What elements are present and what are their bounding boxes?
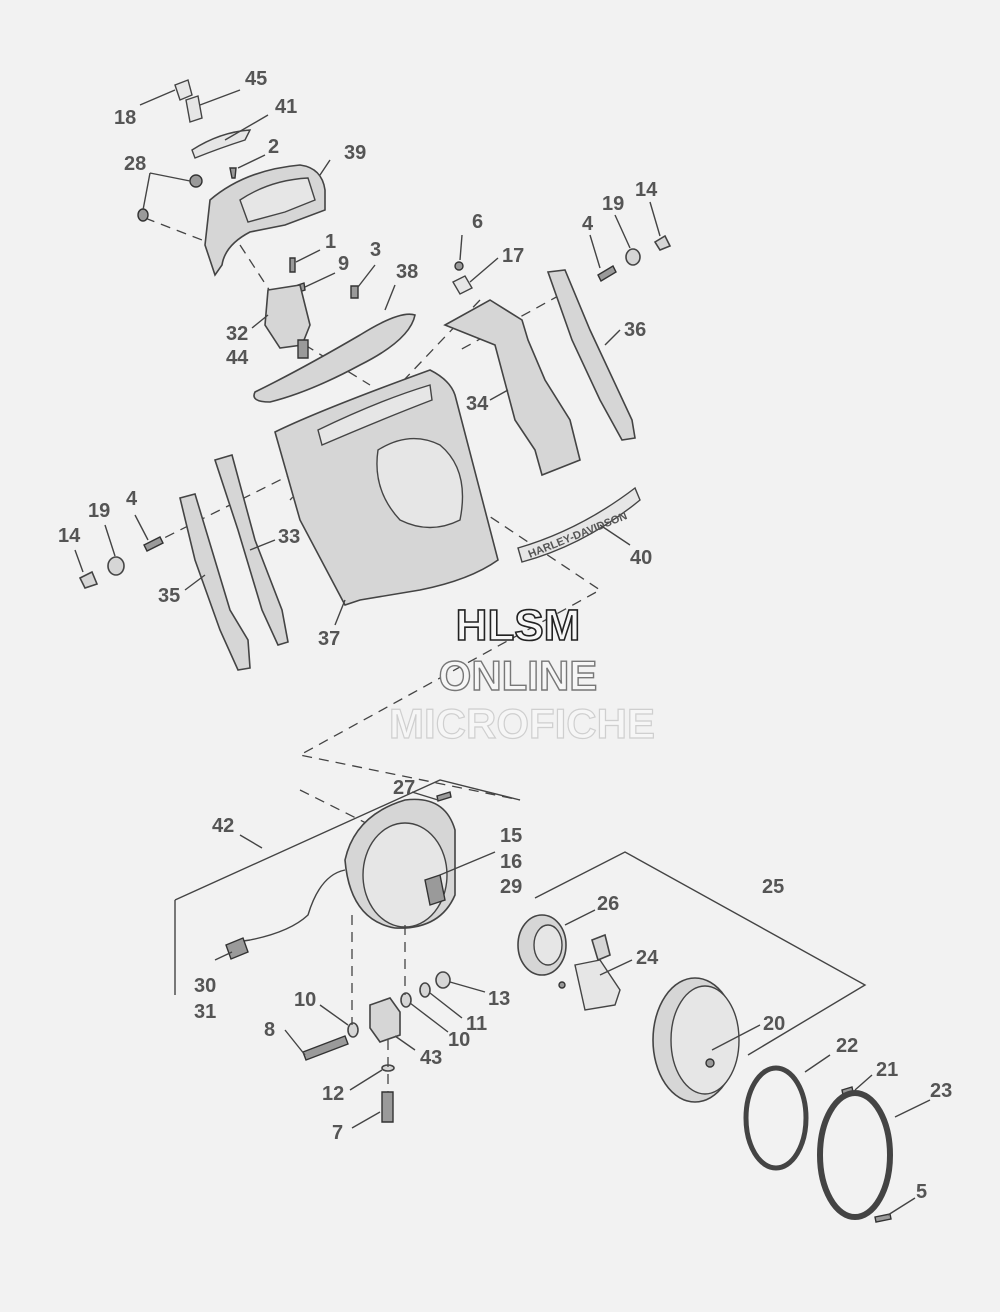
washer-10-right [400,992,412,1008]
bulb-socket-26 [517,914,567,976]
stud-4-left [143,536,164,552]
washer-10-left [347,1022,359,1038]
callout-37: 37 [318,628,340,650]
callout-9: 9 [338,253,349,275]
callout-4-left: 4 [126,488,138,510]
grommet-28b [137,208,149,222]
retaining-ring-22 [743,1065,809,1171]
leader-lines [74,89,931,1216]
callout-34: 34 [466,393,489,415]
callout-35: 35 [158,585,180,607]
stud-4-right [597,265,617,282]
headlamp-shell-42 [225,798,456,960]
clip-part-45 [185,95,203,123]
callout-15: 15 [500,825,522,847]
instrument-housing-39 [204,164,326,277]
callout-5: 5 [916,1181,927,1203]
rail-35 [179,493,251,671]
callout-14-right: 14 [635,179,658,201]
callout-13: 13 [488,988,510,1010]
callout-10-right: 10 [448,1029,470,1051]
callout-44: 44 [226,347,249,369]
callout-25: 25 [762,876,784,898]
callout-6: 6 [472,211,483,233]
callout-21: 21 [876,1059,898,1081]
callout-43: 43 [420,1047,442,1069]
mount-block-43 [369,997,401,1043]
watermark-line-1: HLSM [456,601,581,650]
emblem-text: HARLEY-DAVIDSON [527,510,629,561]
callout-28: 28 [124,153,146,175]
callout-36: 36 [624,319,646,341]
callout-19-left: 19 [88,500,110,522]
watermark-line-3: MICROFICHE [389,700,655,747]
callout-8: 8 [264,1019,275,1041]
callout-27: 27 [393,777,415,799]
callout-26: 26 [597,893,619,915]
nut-14-right [653,234,672,251]
washer-19-right [625,248,641,266]
pin-1 [289,257,296,273]
bracket-34 [443,299,581,477]
callout-29: 29 [500,876,522,898]
sealed-beam-20 [652,977,740,1103]
console-cap-38 [253,313,416,403]
grommet-28a [189,174,203,188]
nut-14-left [78,570,99,589]
callout-23: 23 [930,1080,952,1102]
callout-41: 41 [275,96,297,118]
group-bracket-42 [174,779,521,995]
trim-strip-41 [191,129,252,159]
emblem-40: HARLEY-DAVIDSON [517,486,641,563]
ignition-switch-32-44 [264,284,311,359]
callout-30: 30 [194,975,216,997]
watermark-line-2: ONLINE [439,652,598,699]
bulb-24 [558,933,621,1011]
callout-38: 38 [396,261,418,283]
callout-19-right: 19 [602,193,624,215]
callout-39: 39 [344,142,366,164]
callout-1: 1 [325,231,336,253]
clip-part-18 [174,79,193,101]
callout-20: 20 [763,1013,785,1035]
callout-31: 31 [194,1001,216,1023]
callout-12: 12 [322,1083,344,1105]
watermark: HLSM ONLINE MICROFICHE [388,600,655,747]
washer-19-left [107,556,125,576]
pin-3 [350,285,359,299]
callout-2: 2 [268,136,279,158]
clip-17 [452,275,473,295]
callout-3: 3 [370,239,381,261]
callout-4-right: 4 [582,213,594,235]
callout-17: 17 [502,245,524,267]
callout-24: 24 [636,947,659,969]
callout-labels: 45 18 41 2 39 28 6 17 4 19 14 1 9 3 38 3… [58,68,952,1203]
console-37 [274,369,499,606]
nut-13 [435,971,451,989]
callout-33: 33 [278,526,300,548]
callout-18: 18 [114,107,136,129]
callout-14-left: 14 [58,525,81,547]
bolt-8 [302,1035,349,1061]
group-bracket-25 [534,851,867,1056]
rail-36 [546,269,636,441]
callout-45: 45 [245,68,267,90]
callout-10-left: 10 [294,989,316,1011]
callout-42: 42 [212,815,234,837]
callout-22: 22 [836,1035,858,1057]
callout-11: 11 [466,1013,487,1035]
callout-16: 16 [500,851,522,873]
screw-5 [874,1213,892,1223]
lockwasher-11 [419,982,431,998]
callout-7: 7 [332,1122,343,1144]
screw-7 [381,1091,394,1123]
nut-6 [454,261,464,271]
callout-32: 32 [226,323,248,345]
screw-2 [229,167,237,179]
clip-27 [436,791,452,802]
trim-ring-23 [817,1090,893,1220]
callout-40: 40 [630,547,652,569]
